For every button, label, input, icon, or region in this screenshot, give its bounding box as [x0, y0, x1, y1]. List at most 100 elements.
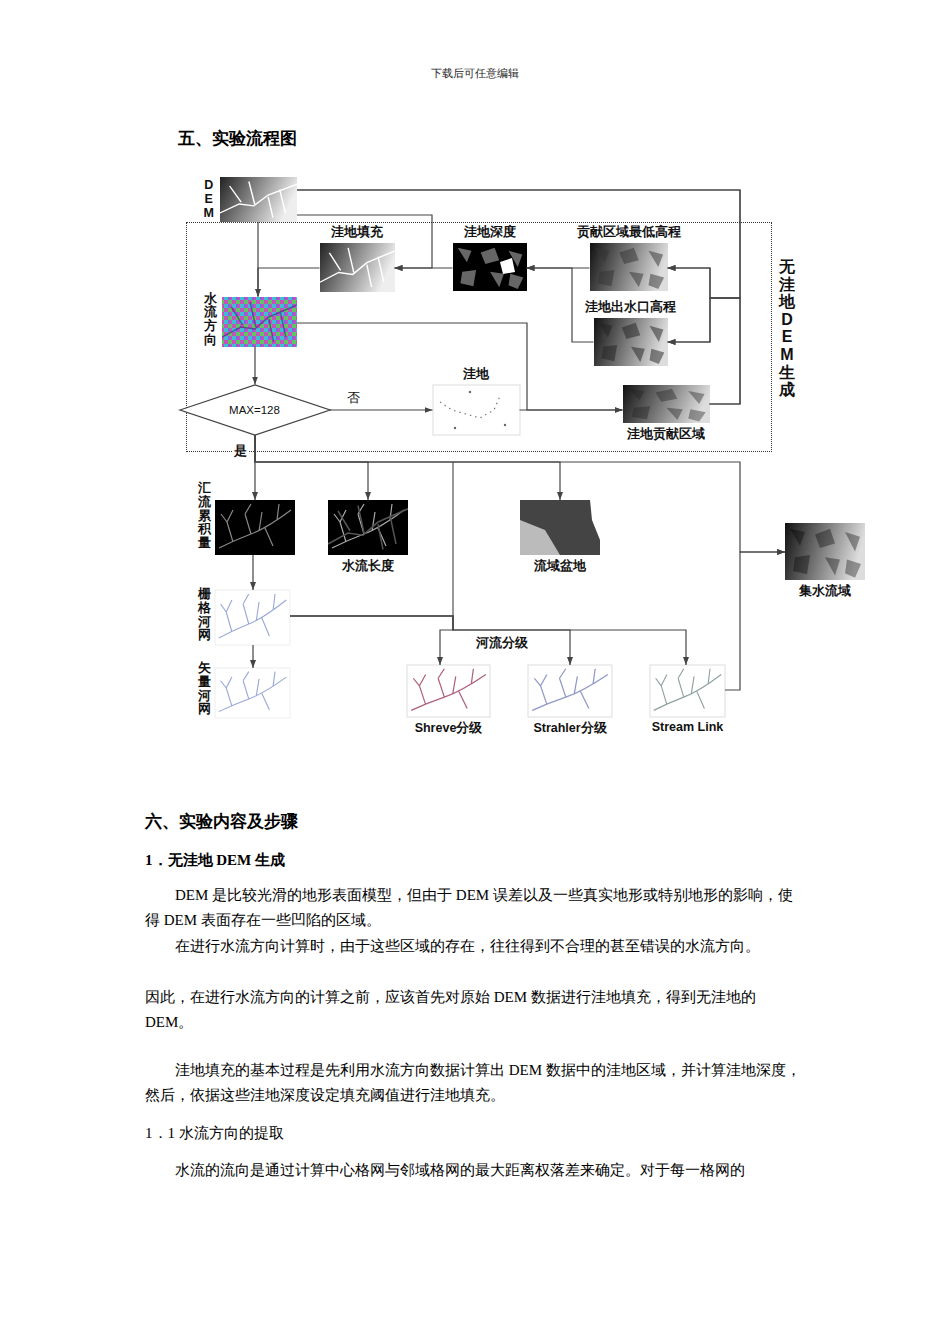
body-paragraph: 因此，在进行水流方向的计算之前，应该首先对原始 DEM 数据进行洼地填充，得到无…: [145, 985, 805, 1035]
sink-depth-raster: [453, 243, 527, 291]
node-caption: 栅格河网: [198, 588, 211, 643]
stream-link-image: [654, 669, 722, 711]
dashed-group: 无洼地DEM生成洼地填充洼地深度贡献区域最低高程水流方向洼地出水口高程MAX=1…: [186, 222, 772, 452]
image-panel: Shreve分级: [407, 665, 490, 717]
connector-arrow: [297, 323, 623, 410]
node-caption: 水流长度: [342, 558, 394, 575]
node-caption: 汇流累积量: [198, 482, 211, 551]
strahler-order-image: [528, 665, 612, 717]
node-caption: Shreve分级: [415, 720, 483, 737]
sink-watershed-raster: [623, 385, 710, 423]
junction-line: [453, 462, 454, 616]
image-panel: 矢量河网: [215, 668, 290, 718]
zonal-min-raster: [590, 243, 668, 291]
connector-arrow: [255, 435, 560, 501]
connector-arrow: [297, 190, 740, 298]
strahler-order-image: [528, 665, 612, 717]
image-panel: 流域盆地: [520, 500, 600, 555]
image-panel: 水流方向: [222, 297, 297, 347]
connector-arrow: [255, 435, 785, 553]
connector-arrow: [290, 616, 570, 665]
image-panel: 汇流累积量: [215, 500, 295, 555]
sink-raster: [433, 385, 520, 435]
connector-arrow: [255, 435, 368, 501]
node-caption: 水流方向: [204, 293, 217, 348]
flow-direction-raster: [222, 297, 297, 347]
connector-arrow: [725, 552, 785, 690]
body-paragraph: 洼地填充的基本过程是先利用水流方向数据计算出 DEM 数据中的洼地区域，并计算洼…: [145, 1058, 805, 1108]
sink-watershed-raster: [628, 389, 705, 422]
image-panel: Stream Link: [650, 665, 725, 717]
dem-raster: [220, 182, 297, 218]
node-caption: Stream Link: [652, 720, 724, 734]
sink-raster: [440, 396, 500, 418]
basin-raster: [520, 520, 560, 555]
node-caption: Strahler分级: [533, 720, 606, 737]
connector-arrow: [668, 268, 741, 404]
connector-arrow: [254, 347, 255, 385]
node-caption: 洼地出水口高程: [585, 299, 676, 316]
pour-point-raster: [599, 323, 665, 364]
sink-raster: [469, 391, 471, 393]
node-caption: 无洼地DEM生成: [779, 258, 795, 399]
connector-arrow: [290, 616, 453, 665]
watershed-raster: [785, 523, 865, 580]
basin-raster: [520, 500, 600, 555]
watershed-raster: [790, 529, 861, 578]
connector-arrow: [668, 298, 741, 404]
sink-depth-raster: [500, 258, 515, 274]
shreve-order-image: [411, 669, 486, 711]
image-panel: 洼地出水口高程: [594, 318, 668, 366]
filled-dem-raster: [320, 248, 395, 287]
image-panel: 洼地填充: [320, 243, 395, 292]
pour-point-raster: [594, 318, 668, 366]
decision-diamond-outline: [180, 385, 330, 435]
vector-stream-image: [215, 668, 290, 718]
flow-direction-raster: [222, 297, 297, 347]
image-panel: 洼地贡献区域: [623, 385, 710, 423]
subsection-heading: 1．1 水流方向的提取: [145, 1121, 284, 1146]
raster-stream-image: [219, 594, 287, 638]
body-paragraph: DEM 是比较光滑的地形表面模型，但由于 DEM 误差以及一些真实地形或特别地形…: [145, 883, 805, 933]
connector-arrow: [290, 616, 686, 665]
sink-depth-raster: [453, 243, 527, 291]
connector-arrow: [297, 190, 740, 342]
connector-arrow: [258, 268, 320, 297]
image-panel: 水流长度: [328, 500, 408, 555]
image-panel: 洼地: [433, 385, 520, 435]
zonal-min-raster: [595, 248, 664, 289]
basin-raster: [590, 500, 600, 540]
shreve-order-image: [407, 665, 490, 717]
node-caption: 洼地深度: [464, 224, 516, 241]
node-caption: 洼地: [463, 366, 489, 383]
image-panel: 洼地深度: [453, 243, 527, 291]
flow-direction-raster: [222, 302, 297, 342]
edge-label: 河流分级: [474, 635, 530, 651]
node-caption: 贡献区域最低高程: [577, 224, 681, 241]
subsection-heading: 1．无洼地 DEM 生成: [145, 848, 285, 873]
section-heading: 六、实验内容及步骤: [145, 810, 298, 833]
sink-raster: [433, 385, 520, 435]
decision-diamond: MAX=128: [180, 385, 330, 435]
connector-arrow: [252, 555, 253, 590]
image-panel: 集水流域: [785, 523, 865, 580]
body-paragraph: 水流的流向是通过计算中心格网与邻域格网的最大距离权落差来确定。对于每一格网的: [145, 1158, 805, 1183]
connector-arrow: [330, 409, 433, 410]
connector-arrow: [527, 268, 594, 342]
raster-stream-image: [215, 590, 290, 645]
flow-length-raster: [328, 500, 408, 555]
shreve-order-image: [407, 665, 490, 717]
raster-stream-image: [215, 590, 290, 645]
flow-accumulation-raster: [215, 500, 295, 555]
stream-link-image: [650, 665, 725, 717]
vector-stream-image: [219, 672, 287, 712]
dem-image: DEM: [220, 177, 297, 222]
page-header-note: 下载后可任意编辑: [431, 66, 519, 80]
watershed-raster: [785, 523, 865, 580]
sink-depth-raster: [458, 248, 524, 289]
junction-line: [452, 462, 453, 616]
node-caption: 流域盆地: [534, 558, 586, 575]
image-panel: 贡献区域最低高程: [590, 243, 668, 291]
